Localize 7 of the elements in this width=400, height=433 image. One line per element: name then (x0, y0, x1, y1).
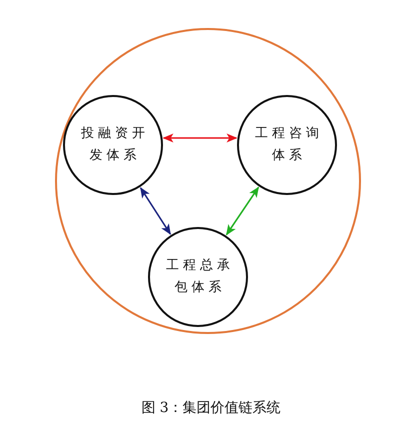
double-arrow (226, 186, 260, 236)
double-arrow (162, 134, 238, 142)
node-label: 工程总承包体系 (165, 257, 235, 297)
caption: 图 3：集团价值链系统 (141, 399, 281, 418)
double-arrow (140, 187, 172, 235)
node-label: 工程咨询体系 (254, 125, 324, 165)
node-label: 投融资开发体系 (80, 125, 150, 165)
